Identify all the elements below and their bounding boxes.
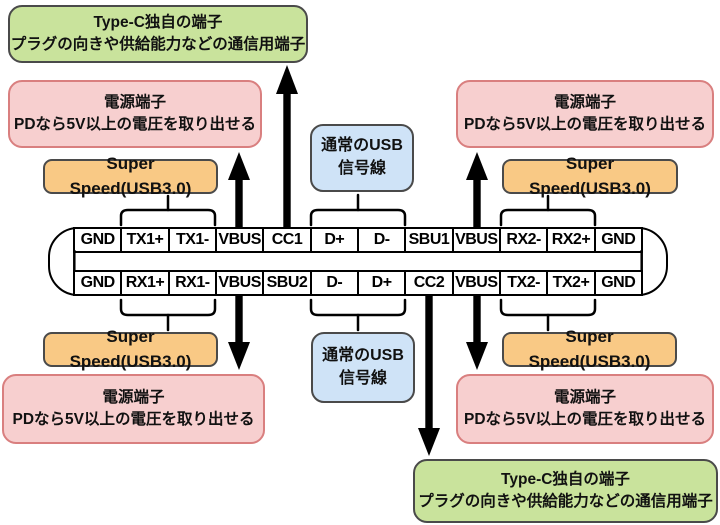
pin-cell: TX1+ (120, 229, 167, 251)
label-power-bottom-right-line2: PDなら5V以上の電圧を取り出せる (464, 411, 706, 428)
pin-cell: D+ (356, 272, 404, 294)
superspeed-text: Super Speed(USB3.0) (529, 154, 651, 198)
superspeed-text: Super Speed(USB3.0) (528, 327, 651, 371)
label-superspeed-bottom-left: Super Speed(USB3.0) (43, 327, 218, 371)
label-power-bottom-left-line1: 電源端子 (102, 389, 165, 406)
pin-cell: D+ (309, 229, 357, 251)
cc1-up-arrow (276, 65, 298, 227)
pin-row-bottom: GND RX1+ RX1- VBUS SBU2 D- D+ CC2 VBUS T… (73, 270, 643, 296)
bracket-dplus-dminus-top (309, 193, 407, 227)
pin-cell: VBUS (451, 272, 499, 294)
pin-cell: GND (593, 272, 641, 294)
pin-cell: RX2+ (546, 229, 593, 251)
superspeed-text: Super Speed(USB3.0) (69, 327, 192, 371)
pin-cell: CC2 (404, 272, 451, 294)
pin-cell: D- (309, 272, 357, 294)
vbus-top-left-up-arrow (228, 152, 250, 227)
label-power-top-left-line2: PDなら5V以上の電圧を取り出せる (14, 116, 256, 133)
label-typec-top: Type-C独自の端子 プラグの向きや供給能力などの通信用端子 (8, 5, 308, 63)
label-usb-signal-top: 通常のUSB 信号線 (310, 124, 414, 192)
label-power-top-left: 電源端子 PDなら5V以上の電圧を取り出せる (8, 80, 262, 148)
label-power-bottom-left: 電源端子 PDなら5V以上の電圧を取り出せる (2, 374, 265, 444)
label-typec-bottom-line2: プラグの向きや供給能力などの通信用端子 (418, 493, 713, 510)
label-power-bottom-right-line1: 電源端子 (553, 389, 616, 406)
label-superspeed-top-right: Super Speed(USB3.0) (502, 154, 678, 198)
pin-cell: RX2- (498, 229, 546, 251)
pin-cell: D- (356, 229, 404, 251)
pin-cell: VBUS (451, 229, 499, 251)
label-power-bottom-right: 電源端子 PDなら5V以上の電圧を取り出せる (456, 374, 714, 444)
pin-cell: GND (80, 231, 116, 248)
label-usb-signal-top-line1: 通常のUSB (321, 137, 403, 155)
label-typec-bottom: Type-C独自の端子 プラグの向きや供給能力などの通信用端子 (413, 459, 718, 523)
label-usb-signal-bottom-line2: 信号線 (338, 369, 387, 387)
vbus-bottom-left-down-arrow (228, 296, 250, 370)
label-superspeed-top-left: Super Speed(USB3.0) (43, 154, 218, 198)
label-usb-signal-bottom-line1: 通常のUSB (322, 346, 404, 364)
pin-cell: TX2+ (546, 272, 593, 294)
pin-row-top: GND TX1+ TX1- VBUS CC1 D+ D- SBU1 VBUS R… (73, 227, 643, 253)
cc2-down-arrow (418, 296, 440, 456)
label-typec-top-line1: Type-C独自の端子 (93, 14, 223, 31)
pin-cell: GND (80, 274, 116, 291)
vbus-bottom-right-down-arrow (466, 296, 488, 370)
pin-cell: RX1+ (120, 272, 167, 294)
label-typec-top-line2: プラグの向きや供給能力などの通信用端子 (10, 36, 306, 53)
pin-cell: CC1 (262, 229, 309, 251)
label-power-top-right-line2: PDなら5V以上の電圧を取り出せる (464, 116, 706, 133)
pin-cell: TX1- (167, 229, 215, 251)
superspeed-text: Super Speed(USB3.0) (69, 154, 192, 198)
label-typec-bottom-line1: Type-C独自の端子 (501, 471, 630, 488)
pin-cell: SBU2 (262, 272, 309, 294)
label-power-top-right-line1: 電源端子 (553, 94, 616, 111)
label-power-top-right: 電源端子 PDなら5V以上の電圧を取り出せる (456, 80, 714, 148)
pin-cell: VBUS (214, 229, 262, 251)
pin-cell: VBUS (214, 272, 262, 294)
bracket-dminus-dplus-bottom (309, 298, 407, 332)
label-usb-signal-top-line2: 信号線 (337, 160, 386, 177)
pin-cell: SBU1 (404, 229, 451, 251)
pin-cell: RX1- (167, 272, 215, 294)
vbus-top-right-up-arrow (466, 152, 488, 227)
label-usb-signal-bottom: 通常のUSB 信号線 (311, 332, 415, 403)
label-superspeed-bottom-right: Super Speed(USB3.0) (502, 327, 677, 371)
pin-cell: TX2- (498, 272, 546, 294)
pin-cell: GND (593, 229, 641, 251)
label-power-bottom-left-line2: PDなら5V以上の電圧を取り出せる (12, 411, 255, 428)
label-power-top-left-line1: 電源端子 (103, 94, 166, 111)
